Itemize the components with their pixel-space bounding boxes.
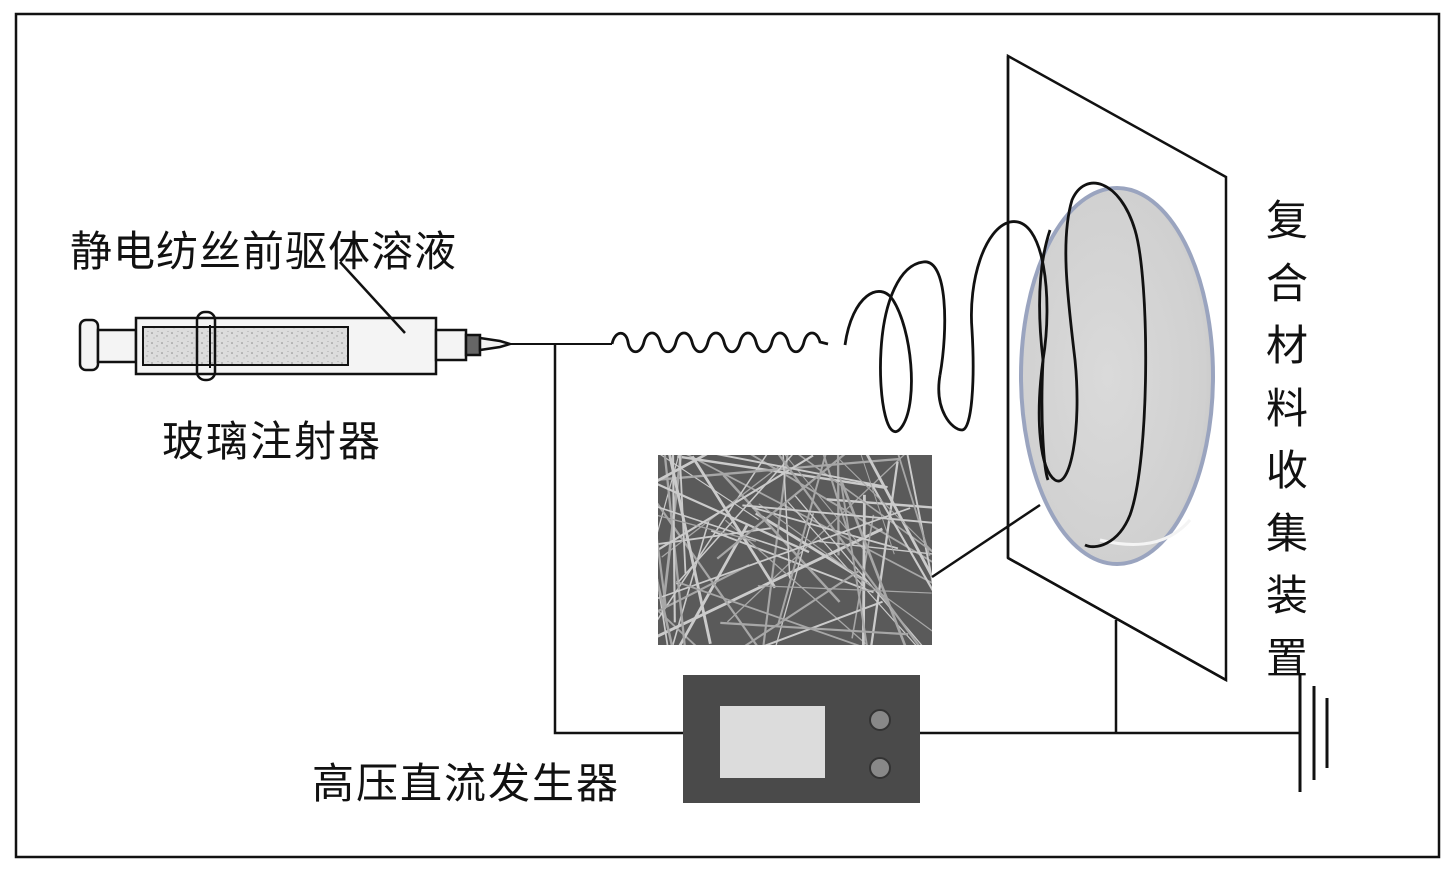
fiber-strand [668,455,712,645]
fiber-strand [658,538,667,608]
fiber-strand [750,455,932,563]
fiber-strand [658,455,814,552]
knob-icon [869,757,891,779]
precursor-solution-label: 静电纺丝前驱体溶液 [70,227,458,276]
fiber-strand [758,503,932,632]
fiber-strand [672,520,710,645]
collector-plate-front-edge [1006,56,1227,682]
hv-dc-generator [683,675,920,803]
inset-pointer [931,503,1041,579]
fiber-strand [677,455,886,490]
fiber-strand [836,455,840,556]
fiber-strand [722,474,841,603]
fiber-strand [822,455,852,541]
fiber-strand [658,609,697,645]
fiber-strand [897,455,931,556]
fiber-strand [860,455,895,555]
fiber-strand [658,506,790,552]
fiber-strand [757,585,932,594]
fiber-strand [826,498,932,509]
knob-icon [869,709,891,731]
fiber-strand [658,483,810,554]
fiber-strand [865,455,932,580]
glass-syringe [78,310,520,382]
ground-icon [1298,674,1329,792]
fiber-strand [658,578,674,645]
fiber-strand [764,600,883,645]
generator-screen [720,706,825,778]
circuit-wires [553,344,1300,735]
fiber-strand [777,455,920,645]
hv-dc-generator-label: 高压直流发生器 [312,759,621,808]
solution-leader [339,261,406,334]
fiber-strand [744,569,861,645]
fiber-strand [658,455,680,533]
fiber-micrograph [658,455,932,645]
fiber-strand [726,455,905,623]
collection-disc [1019,186,1215,566]
fiber-strand [675,580,860,645]
fiber-strand [671,455,676,623]
fiber-strand [691,455,777,589]
fiber-strand [906,455,932,585]
fiber-strand [678,455,687,574]
fiber-strand [658,507,911,600]
fiber-strand [658,455,708,482]
fiber-strand [777,455,827,625]
fiber-strand [784,455,867,553]
fiber-strand [720,621,909,636]
outer-frame [14,12,1441,859]
fiber-strand [861,494,866,645]
fiber-strand [658,514,756,542]
glass-syringe-label: 玻璃注射器 [162,417,383,466]
fiber-strand [658,563,750,613]
fiber-strand [752,506,899,550]
precursor-solution-fill [142,326,349,366]
fiber-jet-waves [610,331,829,354]
fiber-strand [742,504,932,524]
collector-label: 复合材料收集装置 [1265,196,1308,683]
fiber-strand [840,481,907,645]
fiber-strand [675,455,793,585]
fiber-strand [782,455,791,579]
fiber-strand [724,519,869,645]
fiber-strand [716,455,846,560]
fiber-strand [678,524,749,645]
fiber-jet-helix [843,181,1148,549]
